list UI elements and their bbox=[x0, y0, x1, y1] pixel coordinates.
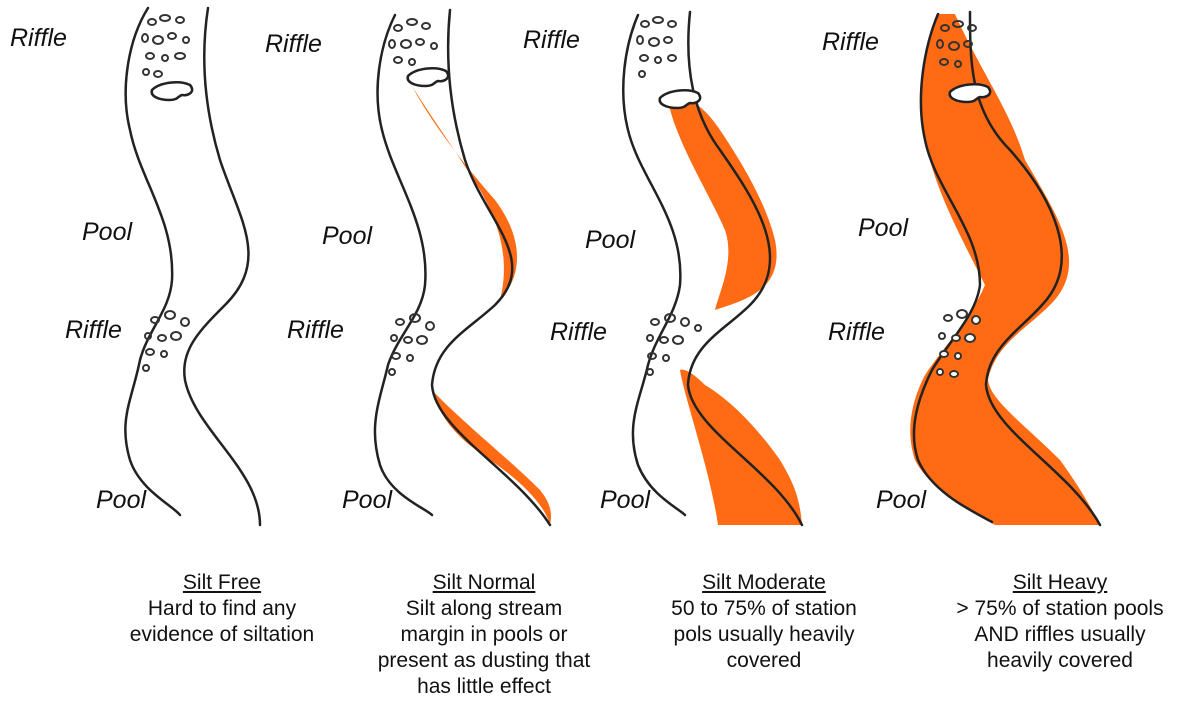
silt-deposit-upper bbox=[412, 86, 517, 300]
caption-silt-moderate: Silt Moderate 50 to 75% of station pols … bbox=[614, 570, 914, 674]
caption-line: heavily covered bbox=[910, 648, 1190, 674]
label-pool-upper: Pool bbox=[858, 214, 908, 243]
caption-silt-heavy: Silt Heavy > 75% of station pools AND ri… bbox=[910, 570, 1190, 674]
caption-line: margin in pools or bbox=[334, 622, 634, 648]
label-pool-lower: Pool bbox=[600, 486, 650, 515]
silt-deposit-upper bbox=[668, 97, 777, 310]
caption-line: evidence of siltation bbox=[72, 622, 372, 648]
stream-diagram-silt-heavy bbox=[820, 0, 1190, 560]
label-riffle-middle: Riffle bbox=[287, 316, 344, 345]
label-pool-upper: Pool bbox=[82, 218, 132, 247]
stream-left-bank bbox=[375, 15, 432, 515]
caption-title: Silt Heavy bbox=[910, 570, 1190, 596]
label-pool-lower: Pool bbox=[96, 486, 146, 515]
caption-line: > 75% of station pools bbox=[910, 596, 1190, 622]
caption-line: covered bbox=[614, 648, 914, 674]
label-pool-lower: Pool bbox=[342, 486, 392, 515]
riffle-stones-top bbox=[389, 19, 437, 65]
label-riffle-middle: Riffle bbox=[828, 318, 885, 347]
caption-line: AND riffles usually bbox=[910, 622, 1190, 648]
caption-title: Silt Moderate bbox=[614, 570, 914, 596]
log-obstacle bbox=[152, 82, 192, 100]
stream-diagram-silt-normal bbox=[260, 0, 560, 560]
riffle-stones-middle bbox=[143, 311, 189, 371]
caption-title: Silt Free bbox=[72, 570, 372, 596]
stream-right-bank bbox=[184, 8, 260, 525]
riffle-stones-top bbox=[142, 15, 189, 77]
label-riffle-top: Riffle bbox=[822, 28, 879, 57]
caption-silt-normal: Silt Normal Silt along stream margin in … bbox=[334, 570, 634, 700]
stream-diagram-silt-moderate bbox=[520, 0, 820, 560]
label-riffle-middle: Riffle bbox=[65, 316, 122, 345]
riffle-stones-top bbox=[637, 17, 676, 77]
label-riffle-middle: Riffle bbox=[550, 318, 607, 347]
silt-deposit-full bbox=[910, 14, 1100, 525]
caption-line: Silt along stream bbox=[334, 596, 634, 622]
label-riffle-top: Riffle bbox=[523, 26, 580, 55]
label-pool-upper: Pool bbox=[322, 222, 372, 251]
label-riffle-top: Riffle bbox=[10, 24, 67, 53]
silt-deposit-lower bbox=[680, 370, 802, 525]
caption-line: Hard to find any bbox=[72, 596, 372, 622]
stream-diagram-silt-free bbox=[0, 0, 290, 560]
caption-line: pols usually heavily bbox=[614, 622, 914, 648]
label-riffle-top: Riffle bbox=[265, 30, 322, 59]
caption-silt-free: Silt Free Hard to find any evidence of s… bbox=[72, 570, 372, 648]
log-obstacle bbox=[408, 68, 448, 86]
label-pool-lower: Pool bbox=[876, 486, 926, 515]
caption-line: has little effect bbox=[334, 674, 634, 700]
caption-line: 50 to 75% of station bbox=[614, 596, 914, 622]
caption-line: present as dusting that bbox=[334, 648, 634, 674]
label-pool-upper: Pool bbox=[585, 226, 635, 255]
caption-title: Silt Normal bbox=[334, 570, 634, 596]
